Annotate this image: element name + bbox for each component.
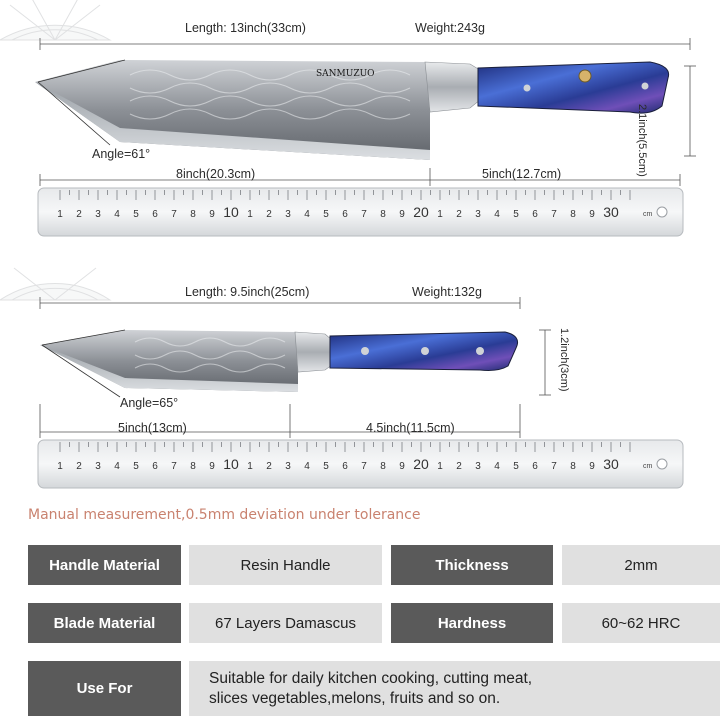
protractor-small [0,267,112,301]
ruler-tick-label: 2 [456,461,462,472]
ruler-tick-label: 30 [603,204,619,220]
ruler-tick-label: 4 [114,209,120,220]
use-for-value: Suitable for daily kitchen cooking, cutt… [189,661,720,716]
large-handle-length-label: 5inch(12.7cm) [482,167,562,181]
ruler-unit-label: cm [643,211,653,218]
use-for-label: Use For [28,661,181,716]
large-weight-label: Weight:243g [415,21,485,35]
ruler-tick-label: 20 [413,456,429,472]
measurement-note: Manual measurement,0.5mm deviation under… [28,507,421,523]
ruler-tick-label: 4 [304,461,310,472]
ruler-tick-label: 2 [76,209,82,220]
ruler-tick-label: 8 [190,461,196,472]
ruler-top: 1 2 3 4 5 6 7 8 9 10 1 2 3 4 5 6 7 8 9 20 1 2 3 4 5 6 7 8 9 30 cm [37,187,684,237]
ruler-unit-label: cm [643,463,653,470]
ruler-tick-label: 9 [399,209,405,220]
ruler-tick-label: 9 [399,461,405,472]
thickness-value: 2mm [562,545,720,585]
ruler-tick-label: 10 [223,456,239,472]
handle-material-value: Resin Handle [189,545,382,585]
ruler-tick-label: 8 [380,209,386,220]
ruler-tick-label: 6 [152,461,158,472]
ruler-tick-label: 2 [266,461,272,472]
small-length-label: Length: 9.5inch(25cm) [185,285,310,299]
ruler-tick-label: 8 [570,209,576,220]
large-length-label: Length: 13inch(33cm) [185,21,306,35]
ruler-tick-label: 3 [475,461,481,472]
ruler-tick-label: 3 [95,209,101,220]
ruler-tick-label: 3 [285,461,291,472]
ruler-tick-label: 7 [551,209,557,220]
ruler-tick-label: 6 [532,209,538,220]
ruler-tick-label: 10 [223,204,239,220]
ruler-tick-label: 3 [475,209,481,220]
protractor-large [0,0,112,41]
ruler-tick-label: 4 [114,461,120,472]
ruler-tick-label: 7 [171,209,177,220]
blade-material-value: 67 Layers Damascus [189,603,382,643]
ruler-tick-label: 1 [57,461,63,472]
ruler-top-ticks: 1 2 3 4 5 6 7 8 9 10 1 2 3 4 5 6 7 8 9 20 1 2 3 4 5 6 7 8 9 30 cm [57,190,653,220]
ruler-tick-label: 4 [494,461,500,472]
ruler-tick-label: 9 [589,461,595,472]
knife-illustration: SANMUZUO 1 2 3 4 5 6 7 8 9 10 1 2 3 4 5 6 7 8 9 20 1 2 3 4 5 6 7 8 9… [0,0,696,489]
ruler-tick-label: 5 [513,461,519,472]
large-blade-length-label: 8inch(20.3cm) [176,167,256,181]
ruler-tick-label: 5 [133,209,139,220]
ruler-tick-label: 5 [133,461,139,472]
use-for-line-2: slices vegetables,melons, fruits and so … [209,689,501,707]
small-angle-label: Angle=65° [120,396,179,410]
ruler-tick-label: 1 [437,461,443,472]
knife-large: SANMUZUO [35,60,670,160]
ruler-tick-label: 8 [190,209,196,220]
ruler-tick-label: 5 [323,209,329,220]
ruler-tick-label: 3 [285,209,291,220]
ruler-tick-label: 9 [209,461,215,472]
ruler-bottom-ticks: 1 2 3 4 5 6 7 8 9 10 1 2 3 4 5 6 7 8 9 20 1 2 3 4 5 6 7 8 9 30 cm [57,442,653,472]
small-blade-length-label: 5inch(13cm) [118,421,187,435]
ruler-tick-label: 3 [95,461,101,472]
blade-material-label: Blade Material [28,603,181,643]
ruler-tick-label: 9 [589,209,595,220]
ruler-tick-label: 6 [532,461,538,472]
ruler-tick-label: 7 [551,461,557,472]
ruler-tick-label: 2 [76,461,82,472]
small-height-label: 1.2inch(3cm) [558,328,570,392]
ruler-tick-label: 7 [361,461,367,472]
ruler-tick-label: 7 [171,461,177,472]
ruler-tick-label: 8 [570,461,576,472]
large-angle-label: Angle=61° [92,147,151,161]
ruler-tick-label: 6 [152,209,158,220]
ruler-tick-label: 8 [380,461,386,472]
ruler-tick-label: 2 [266,209,272,220]
ruler-tick-label: 6 [342,461,348,472]
handle-material-label: Handle Material [28,545,181,585]
ruler-tick-label: 9 [209,209,215,220]
hardness-label: Hardness [391,603,553,643]
thickness-label: Thickness [391,545,553,585]
ruler-tick-label: 20 [413,204,429,220]
ruler-bottom: 1 2 3 4 5 6 7 8 9 10 1 2 3 4 5 6 7 8 9 20 1 2 3 4 5 6 7 8 9 30 cm [37,439,684,489]
ruler-tick-label: 30 [603,456,619,472]
ruler-tick-label: 4 [494,209,500,220]
knife-small [40,330,519,392]
ruler-tick-label: 2 [456,209,462,220]
use-for-line-1: Suitable for daily kitchen cooking, cutt… [209,669,533,687]
small-weight-label: Weight:132g [412,285,482,299]
ruler-tick-label: 5 [323,461,329,472]
brand-logo: SANMUZUO [316,69,375,79]
ruler-tick-label: 1 [57,209,63,220]
ruler-tick-label: 1 [247,461,253,472]
ruler-tick-label: 4 [304,209,310,220]
ruler-tick-label: 6 [342,209,348,220]
large-height-label: 2.1inch(5.5cm) [636,104,648,177]
small-handle-length-label: 4.5inch(11.5cm) [366,421,455,435]
ruler-tick-label: 7 [361,209,367,220]
ruler-tick-label: 1 [437,209,443,220]
ruler-tick-label: 5 [513,209,519,220]
ruler-tick-label: 1 [247,209,253,220]
hardness-value: 60~62 HRC [562,603,720,643]
